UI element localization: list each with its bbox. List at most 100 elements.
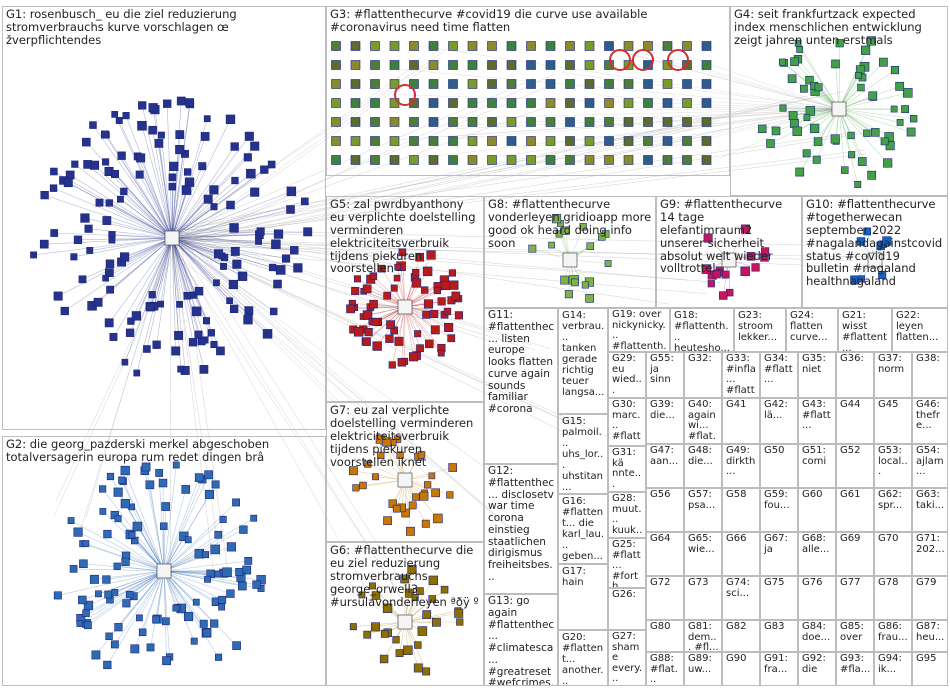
graph-node: [226, 200, 235, 210]
inter-group-edge: [163, 246, 707, 295]
graph-edge: [53, 171, 173, 239]
group-cell-g21: G21: wisst #flattent...: [838, 308, 892, 352]
graph-node: [854, 72, 862, 79]
graph-node: [111, 169, 119, 178]
graph-node: [125, 328, 135, 337]
graph-node: [331, 117, 341, 127]
graph-node: [579, 223, 587, 231]
graph-edge: [163, 474, 209, 572]
group-label-g26: G26:: [612, 589, 636, 600]
graph-edge: [838, 61, 884, 110]
group-label-g49: G49: dirkth...: [726, 445, 756, 477]
graph-node: [350, 79, 361, 89]
graph-edge: [791, 78, 840, 110]
graph-edge: [163, 570, 243, 587]
group-cell-g92: G92: die: [798, 652, 836, 686]
graph-node: [331, 60, 341, 70]
graph-edge: [838, 108, 890, 138]
graph-node: [370, 79, 380, 89]
graph-edge: [838, 43, 841, 110]
graph-edge: [171, 157, 249, 239]
graph-node: [106, 285, 115, 294]
graph-node: [778, 58, 786, 66]
graph-edge: [108, 171, 173, 239]
graph-node: [409, 155, 419, 165]
graph-node: [423, 299, 434, 309]
group-label-g63: G63: taki...: [916, 489, 945, 511]
group-label-g11: G11: #flattenthec... listen europe looks…: [488, 309, 555, 415]
graph-node: [211, 480, 220, 489]
graph-edge: [44, 194, 173, 239]
group-label-g39: G39: die...: [650, 399, 675, 421]
graph-edge: [404, 254, 432, 308]
group-cell-g34: G34: #flatt...: [760, 352, 798, 398]
inter-group-edge: [55, 244, 177, 502]
graph-node: [565, 41, 575, 51]
graph-node: [788, 111, 798, 120]
group-cell-g37: G37: norm: [874, 352, 912, 398]
graph-node: [353, 275, 361, 283]
graph-node: [835, 39, 844, 48]
graph-node: [428, 595, 436, 603]
inter-group-edge: [692, 64, 840, 110]
group-label-g50: G50: [764, 445, 785, 456]
graph-edge: [163, 489, 187, 572]
inter-group-edge: [179, 129, 693, 242]
graph-node: [389, 60, 400, 70]
graph-node: [643, 155, 653, 165]
graph-node: [130, 644, 140, 654]
group-label-g65: G65: wie...: [688, 533, 715, 555]
graph-node: [662, 117, 673, 127]
graph-node: [398, 248, 407, 257]
graph-node: [604, 136, 614, 146]
group-cell-g40: G40: againwi... #flat...: [684, 398, 722, 444]
group-label-g84: G84: doe...: [802, 621, 831, 643]
graph-node: [102, 274, 109, 282]
graph-edge: [404, 569, 413, 623]
graph-node: [440, 280, 451, 291]
graph-edge: [94, 165, 173, 239]
graph-node: [428, 98, 439, 108]
graph-edge: [109, 237, 173, 290]
group-label-g58: G58: [726, 489, 747, 500]
group-label-g28: G28: muut... kuuk...: [612, 493, 643, 537]
graph-edge: [82, 570, 165, 601]
group-cell-g86: G86: frau...: [874, 620, 912, 652]
graph-node: [701, 60, 712, 70]
graph-node: [682, 41, 692, 51]
group-cell-g66: G66: [722, 532, 760, 576]
graph-edge: [109, 570, 165, 600]
graph-edge: [163, 517, 254, 572]
graph-node: [89, 121, 97, 129]
inter-group-edge: [174, 48, 448, 245]
graph-node: [701, 136, 712, 146]
graph-node: [565, 98, 575, 108]
graph-node: [388, 499, 397, 508]
group-cell-g47: G47: aan...: [646, 444, 684, 488]
group-label-g43: G43: #flatt...: [802, 399, 831, 431]
graph-edge: [163, 570, 237, 646]
graph-node: [487, 41, 497, 51]
graph-edge: [44, 237, 173, 245]
graph-edge: [154, 109, 173, 239]
group-label-g10: G10: #flattenthecurve #togetherwecan sep…: [806, 197, 943, 289]
graph-node: [885, 141, 895, 151]
graph-node: [303, 227, 313, 237]
group-cell-g54: G54: ajlam...: [912, 444, 948, 488]
graph-node: [890, 66, 900, 75]
graph-node: [131, 311, 142, 321]
graph-edge: [797, 43, 840, 110]
graph-node: [487, 98, 497, 108]
group-cell-g22: G22: leyen flatten...: [892, 308, 948, 352]
graph-node: [108, 236, 116, 244]
group-cell-g76: G76: [798, 576, 836, 620]
graph-edge: [404, 610, 459, 623]
cluster-g7: [348, 434, 458, 536]
group-cell-g27: G27: shame every...: [608, 630, 646, 686]
graph-edge: [152, 107, 173, 239]
graph-node: [198, 162, 207, 171]
graph-node: [191, 306, 202, 317]
graph-edge: [171, 169, 265, 239]
graph-node: [377, 451, 385, 459]
group-label-g76: G76: [802, 577, 823, 588]
